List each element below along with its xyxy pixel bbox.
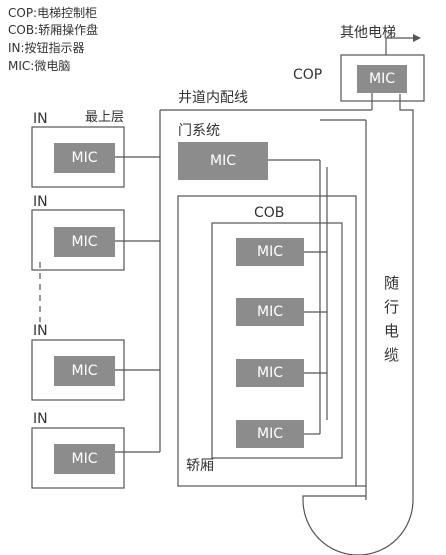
mic-cob-4: MIC (236, 420, 304, 448)
traveling-cable-bottom (302, 495, 366, 500)
door-system-label: 门系统 (178, 123, 220, 139)
traveling-cable-loop (302, 499, 414, 555)
other-elevator-label: 其他电梯 (340, 25, 396, 41)
mic-door-system: MIC (178, 142, 268, 180)
mic-cob-3: MIC (236, 359, 304, 387)
mic-cob-1: MIC (236, 238, 304, 266)
mic-cop: MIC (357, 65, 407, 93)
traveling-cable-char-1: 随 (384, 274, 400, 292)
top-floor-label: 最上层 (85, 110, 125, 125)
shaft-wiring-label: 井道内配线 (178, 90, 248, 106)
arrow-head-icon (413, 34, 421, 42)
legend-mic: MIC:微电脑 (8, 59, 71, 73)
mic-in-bottom: MIC (54, 444, 115, 474)
car-label: 轿厢 (186, 458, 214, 474)
in-box-bottom (31, 427, 125, 489)
in-label-4: IN (33, 411, 48, 427)
traveling-cable-char-4: 缆 (384, 346, 400, 364)
in-label-3: IN (33, 323, 48, 339)
legend-in: IN:按钮指示器 (8, 41, 85, 55)
traveling-cable-char-2: 行 (384, 298, 400, 316)
cob-label: COB (254, 205, 285, 221)
in-label-2: IN (33, 194, 48, 210)
in-label-1: IN (33, 111, 48, 127)
mic-in-3: MIC (54, 356, 115, 386)
traveling-cable-char-3: 电 (384, 322, 400, 340)
mic-in-2: MIC (54, 227, 115, 257)
legend-cop: COP:电梯控制柜 (8, 6, 98, 20)
mic-cob-2: MIC (236, 298, 304, 326)
cop-box (340, 54, 425, 102)
legend-cob: COB:轿厢操作盘 (8, 23, 99, 37)
traveling-cable-right (399, 94, 414, 500)
cob-box (211, 222, 343, 459)
mic-in-top: MIC (54, 143, 115, 173)
cop-label: COP (293, 67, 323, 83)
in-box-2 (31, 209, 125, 271)
car-frame (177, 195, 357, 487)
